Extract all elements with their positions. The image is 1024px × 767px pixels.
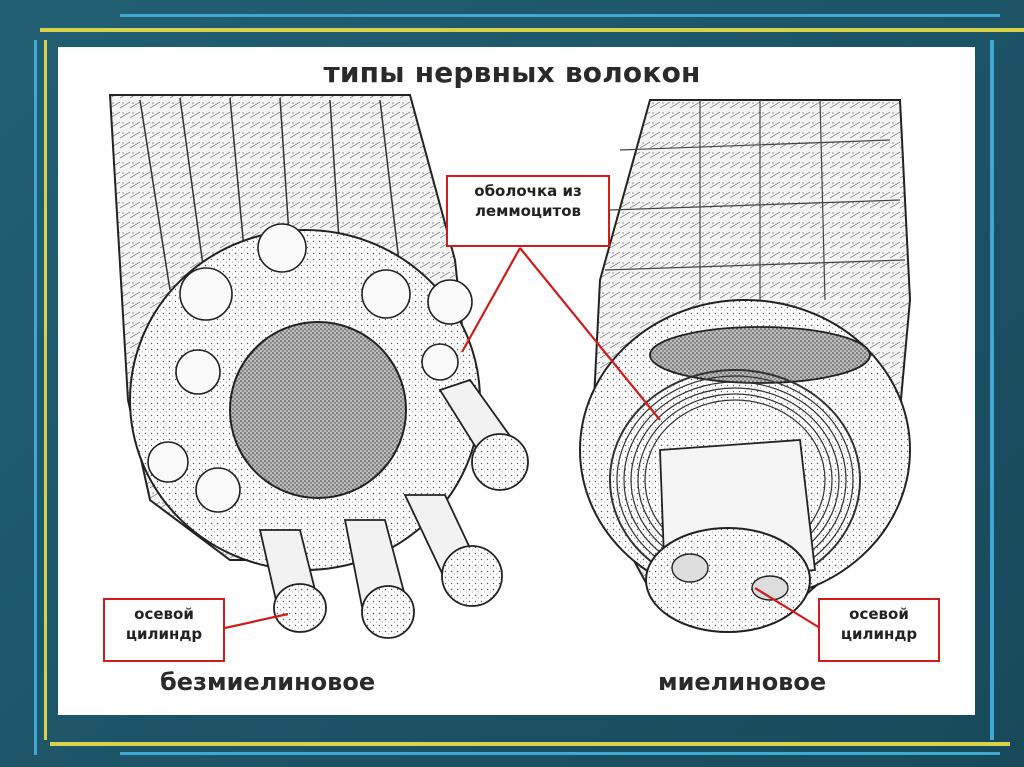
right-lemmocyte-nucleus (650, 327, 870, 383)
label-axis-right: осевой цилиндр (818, 598, 940, 662)
right-axon-cross-section (646, 528, 810, 632)
label-sheath: оболочка из леммоцитов (446, 175, 610, 247)
label-axis-left: осевой цилиндр (103, 598, 225, 662)
label-sheath-line1: оболочка из (454, 181, 602, 201)
left-nucleus (230, 322, 406, 498)
myelinated-fiber-drawing (580, 100, 910, 632)
label-axis-left-line2: цилиндр (111, 624, 217, 644)
label-sheath-line2: леммоцитов (454, 201, 602, 221)
label-axis-left-line1: осевой (111, 604, 217, 624)
label-axis-right-line2: цилиндр (826, 624, 932, 644)
caption-unmyelinated: безмиелиновое (160, 668, 375, 696)
label-axis-right-line1: осевой (826, 604, 932, 624)
caption-myelinated: миелиновое (658, 668, 826, 696)
